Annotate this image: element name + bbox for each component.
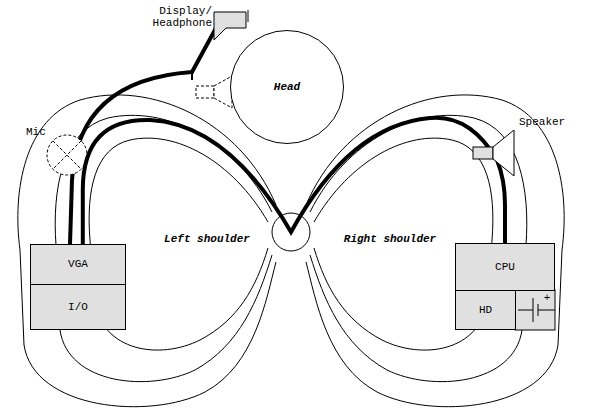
polarity-mark: +	[541, 292, 553, 304]
text-group: Head	[274, 81, 300, 94]
strap-outer	[18, 95, 276, 407]
head-circle: Head	[230, 30, 344, 144]
speaker	[473, 130, 514, 176]
battery	[515, 290, 555, 330]
io-box: I/O	[30, 284, 126, 330]
headphone-wire	[191, 72, 193, 80]
region-label: Left shoulder	[164, 233, 250, 246]
text-group: I/O	[68, 301, 88, 314]
text-group: Left shoulder	[164, 233, 250, 246]
component-label: CPU	[495, 261, 515, 274]
shoulder-region: Right shoulder	[340, 222, 440, 256]
display-edge	[248, 10, 249, 22]
vga-box: VGA	[30, 244, 126, 285]
text-group: Right shoulder	[344, 233, 436, 246]
display-cable	[70, 28, 216, 244]
component-label: HD	[479, 304, 492, 317]
headphone-body	[196, 86, 214, 98]
strap-outer	[306, 95, 564, 407]
device-label: Display/ Headphone	[128, 5, 212, 29]
left-strap	[18, 95, 276, 407]
region-label: Head	[274, 81, 300, 94]
right-strap	[306, 95, 564, 407]
text-group: VGA	[68, 258, 88, 271]
device-label: Speaker	[519, 116, 589, 128]
mic	[47, 135, 87, 175]
shoulder-region: Left shoulder	[160, 222, 254, 256]
hd-box: HD	[455, 290, 516, 330]
component-label: I/O	[68, 301, 88, 314]
text-group: HD	[479, 304, 492, 317]
cpu-box: CPU	[455, 243, 555, 291]
component-label: VGA	[68, 258, 88, 271]
text-group: CPU	[495, 261, 515, 274]
region-label: Right shoulder	[344, 233, 436, 246]
display-unit	[214, 12, 246, 40]
device-label: Mic	[26, 126, 66, 138]
headphone	[196, 76, 232, 108]
